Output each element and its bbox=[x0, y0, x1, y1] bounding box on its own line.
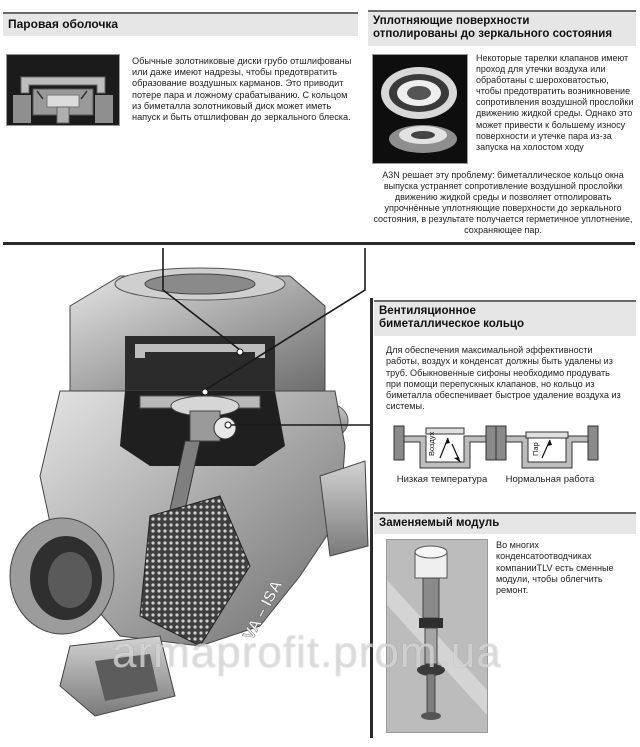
mirror-surfaces-title-line1: Уплотняющие поверхности bbox=[373, 15, 530, 27]
steam-jacket-text: Обычные золотниковые диски грубо отшлифо… bbox=[132, 56, 352, 123]
mirror-disc-illustration bbox=[373, 55, 467, 163]
vent-ring-title-line2: биметаллическое кольцо bbox=[379, 318, 524, 330]
air-label: Воздух bbox=[427, 432, 436, 456]
module-title: Заменяемый модуль bbox=[379, 517, 500, 529]
module-illustration bbox=[387, 540, 487, 732]
steam-jacket-photo bbox=[6, 54, 120, 126]
module-header: Заменяемый модуль bbox=[374, 512, 636, 534]
vent-ring-text: Для обеспечения максимальной эффективнос… bbox=[386, 345, 621, 412]
normal-operation-caption: Нормальная работа bbox=[505, 474, 595, 485]
mirror-surfaces-header: Уплотняющие поверхности отполированы до … bbox=[368, 10, 636, 46]
low-temperature-caption: Низкая температура bbox=[396, 474, 488, 485]
module-text: Во многих конденсатоотводчиках компанииT… bbox=[496, 540, 614, 596]
steam-label: Пар bbox=[531, 442, 540, 456]
steam-jacket-illustration bbox=[7, 55, 119, 125]
steam-jacket-title: Паровая оболочка bbox=[8, 17, 119, 31]
mirror-surfaces-side-text: Некоторые тарелки клапанов имеют проход … bbox=[476, 53, 634, 152]
normal-operation-diagram: Пар bbox=[495, 425, 599, 469]
steam-trap-cutaway: VA – ISA bbox=[9, 267, 369, 717]
vent-ring-header: Вентиляционное биметаллическое кольцо bbox=[374, 300, 636, 336]
mirror-disc-photo bbox=[372, 54, 468, 164]
top-divider-rule bbox=[3, 242, 635, 245]
mirror-surfaces-full-text: А3N решает эту проблему: биметаллическое… bbox=[373, 170, 633, 236]
vent-ring-left-rule bbox=[370, 298, 373, 738]
vent-ring-title-line1: Вентиляционное bbox=[379, 305, 476, 317]
low-temperature-diagram: Воздух bbox=[393, 425, 497, 469]
module-photo bbox=[386, 539, 488, 733]
mirror-surfaces-title-line2: отполированы до зеркального состояния bbox=[373, 28, 613, 40]
steam-jacket-header: Паровая оболочка bbox=[3, 12, 358, 36]
